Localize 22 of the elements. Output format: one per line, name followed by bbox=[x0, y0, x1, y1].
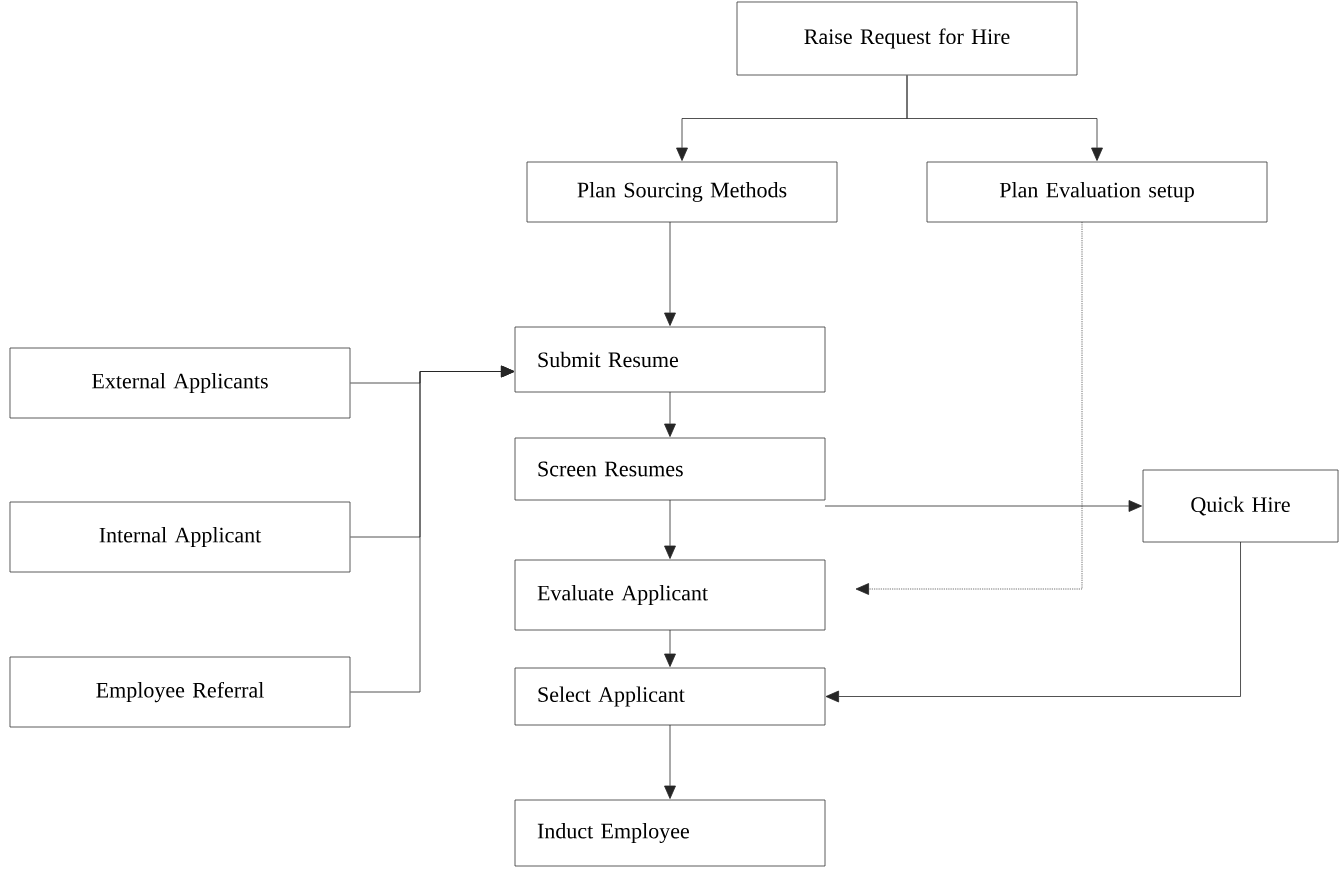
process-box: Induct Employee bbox=[514, 799, 826, 867]
arrow bbox=[825, 541, 1241, 703]
arrow bbox=[664, 499, 676, 559]
process-box: Submit Resume bbox=[514, 326, 826, 393]
process-box: Internal Applicant bbox=[9, 501, 351, 573]
process-box: Plan Sourcing Methods bbox=[526, 161, 838, 223]
arrow bbox=[664, 629, 676, 667]
arrow bbox=[664, 221, 676, 326]
arrow bbox=[855, 221, 1083, 595]
process-box: Employee Referral bbox=[9, 656, 351, 728]
arrow bbox=[906, 75, 1103, 161]
arrow bbox=[350, 365, 515, 693]
process-box: Quick Hire bbox=[1142, 469, 1339, 543]
process-box: Screen Resumes bbox=[514, 437, 826, 501]
arrow bbox=[824, 500, 1142, 512]
arrow bbox=[664, 391, 676, 437]
process-box: Plan Evaluation setup bbox=[926, 161, 1268, 223]
process-box: External Applicants bbox=[9, 347, 351, 419]
process-box: Evaluate Applicant bbox=[514, 559, 826, 631]
process-box: Select Applicant bbox=[514, 667, 826, 726]
arrow bbox=[664, 724, 676, 799]
process-box: Raise Request for Hire bbox=[736, 1, 1078, 76]
